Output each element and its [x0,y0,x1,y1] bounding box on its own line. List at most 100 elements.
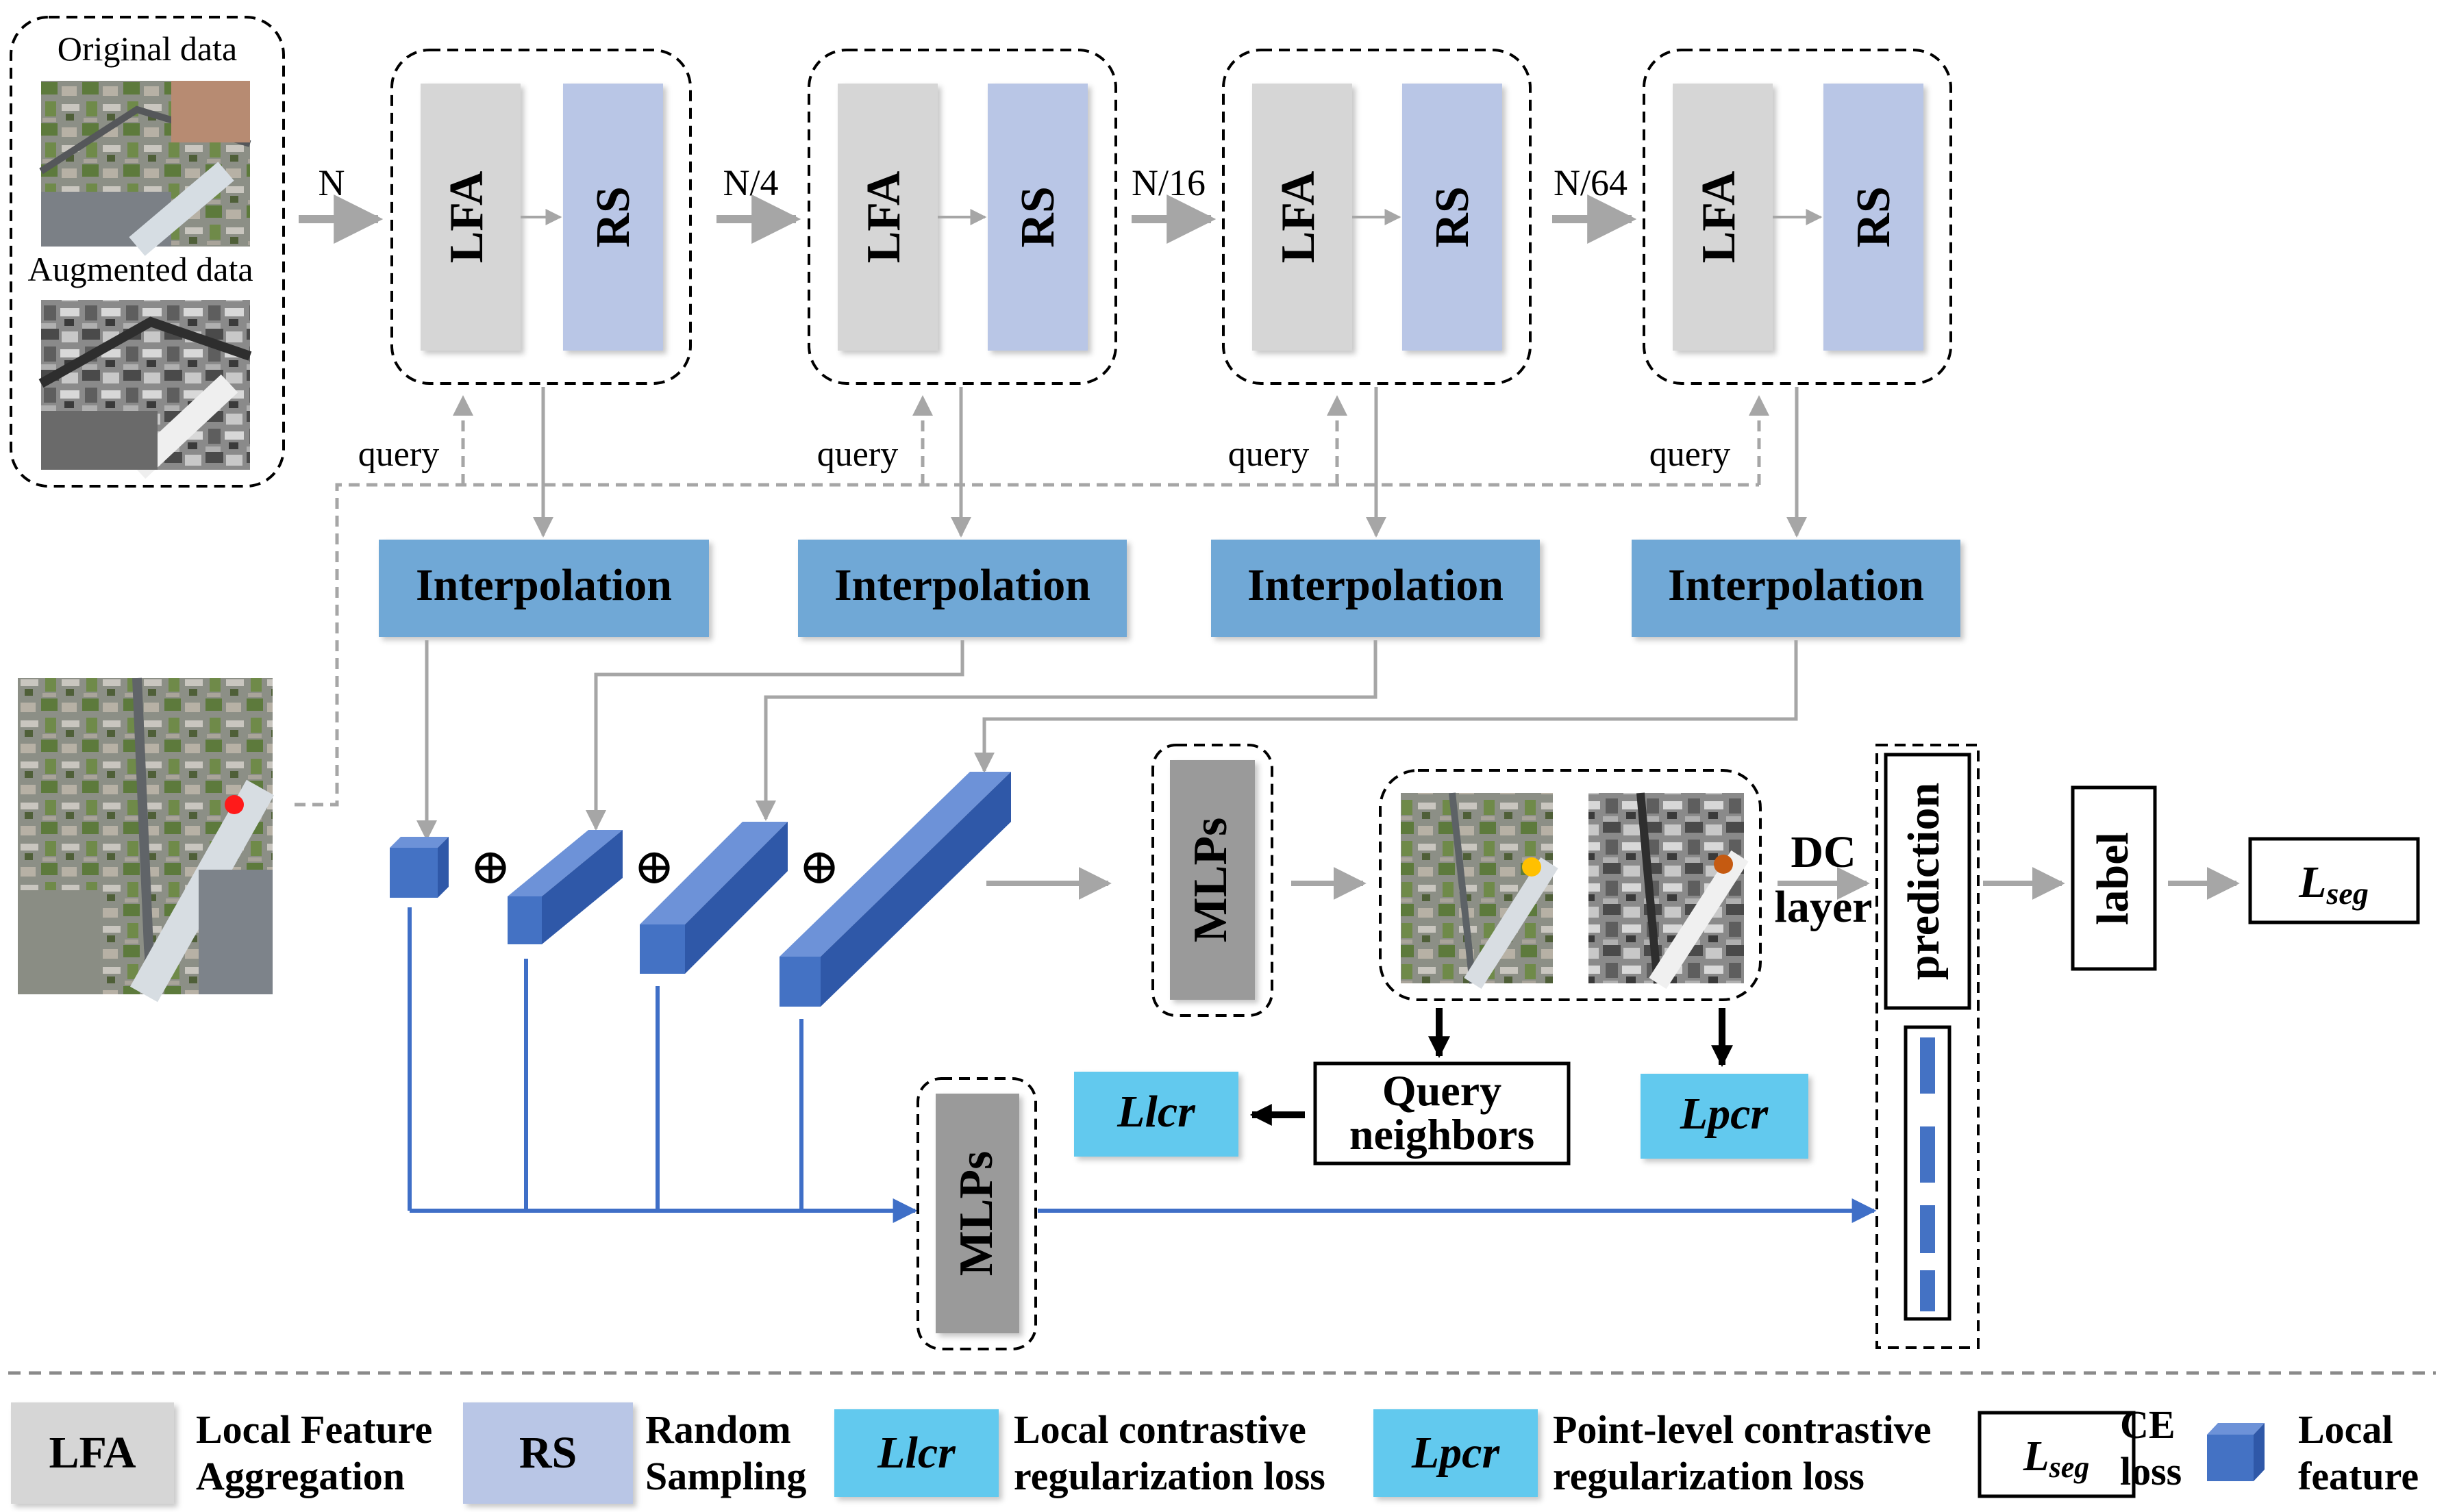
svg-text:Local Feature: Local Feature [196,1407,432,1452]
rs-to-interpolation-arrows [533,387,1807,538]
augmented-data-label: Augmented data [27,250,253,288]
svg-text:neighbors: neighbors [1349,1110,1534,1159]
encoder-stage-2: LFA RS [808,49,1117,385]
count-label-n64: N/64 [1554,162,1628,203]
svg-text:Lpcr: Lpcr [1680,1089,1769,1139]
lfa-label: LFA [858,171,910,263]
interpolation-block-2: Interpolation [798,540,1127,637]
rs-block [563,84,663,351]
svg-text:regularization loss: regularization loss [1014,1454,1325,1498]
svg-text:Interpolation: Interpolation [1668,560,1924,610]
svg-text:Llcr: Llcr [877,1428,956,1478]
svg-text:Sampling: Sampling [645,1454,806,1498]
grayscale-aerial-photo-icon [1588,792,1749,990]
lseg-loss-box: Lseg [2248,837,2420,924]
query-label-4: query [1649,435,1730,474]
original-aerial-photo [39,81,251,256]
concat-symbol-2: ⊕ [634,840,675,894]
rs-block [1823,84,1923,351]
legend-lseg: Lseg CE loss [1978,1402,2182,1498]
dc-layer-label-line2: layer [1775,882,1873,932]
svg-text:Interpolation: Interpolation [416,560,672,610]
svg-text:Aggregation: Aggregation [196,1454,405,1498]
stage-input-arrows: N N/4 N/16 N/64 [299,162,1637,244]
original-data-label: Original data [58,29,237,68]
feature-prism-3 [640,822,788,974]
rs-label: RS [1426,186,1479,247]
svg-text:Local: Local [2298,1407,2393,1452]
svg-text:RS: RS [519,1428,577,1478]
svg-text:Llcr: Llcr [1117,1087,1196,1137]
anchor-point-marker [1522,857,1541,877]
lfa-label: LFA [1272,171,1325,263]
lfa-block [838,84,938,351]
local-feature-cube-icon [390,837,449,898]
svg-text:label: label [2088,832,2138,925]
query-label-2: query [817,435,898,474]
legend-local-feature: Local feature [2207,1407,2419,1498]
aerial-photo-icon [1401,792,1558,990]
svg-text:Local contrastive: Local contrastive [1014,1407,1306,1452]
concat-symbol-1: ⊕ [470,840,511,894]
lfa-label: LFA [440,171,493,263]
feature-prism-2 [508,830,623,944]
mlps-block-bottom: MLPs [916,1077,1037,1350]
lfa-label: LFA [1693,171,1745,263]
svg-text:loss: loss [2120,1449,2182,1494]
label-box: label [2071,785,2157,971]
feature-prism-4 [780,772,1011,1007]
svg-text:Lseg: Lseg [2023,1433,2090,1484]
local-feature-cube-icon [2207,1423,2265,1481]
count-label-n16: N/16 [1132,162,1206,203]
lfa-block [1252,84,1352,351]
input-data-panel: Original data Augmented data [10,16,285,488]
interpolation-to-feature-arrows [416,640,1798,841]
concat-symbol-3: ⊕ [799,840,840,894]
lfa-block [421,84,521,351]
svg-text:Interpolation: Interpolation [834,560,1090,610]
rs-block [1402,84,1502,351]
svg-text:Point-level contrastive: Point-level contrastive [1553,1407,1931,1452]
lfa-block [1673,84,1773,351]
augmented-point-marker [1714,855,1733,874]
legend: LFA Local Feature Aggregation RS Random … [11,1402,2419,1504]
rs-label: RS [1012,186,1064,247]
skip-feature-lines [408,907,1877,1223]
prediction-box [1884,753,1971,1010]
sample-pair-panel [1379,769,1762,1001]
svg-text:Lseg: Lseg [2298,857,2369,911]
count-label-n4: N/4 [723,162,779,203]
svg-text:CE: CE [2120,1402,2175,1447]
query-aerial-image [18,677,275,1003]
encoder-stage-3: LFA RS [1222,49,1532,385]
augmented-grayscale-photo [38,300,252,479]
mlps-block-top: MLPs [1151,744,1273,1017]
feature-cubes [390,772,1011,1007]
svg-text:Random: Random [645,1407,791,1452]
query-label-1: query [358,435,439,474]
svg-text:MLPs: MLPs [950,1151,1003,1276]
rs-block [988,84,1088,351]
svg-text:Lpcr: Lpcr [1411,1428,1501,1478]
llcr-loss-box: Llcr [1074,1072,1238,1157]
svg-text:Query: Query [1382,1066,1501,1115]
interpolation-block-3: Interpolation [1211,540,1540,637]
encoder-stage-1: LFA RS [390,49,692,385]
dc-layer-label-line1: DC [1791,827,1856,877]
rs-label: RS [1847,186,1900,247]
rs-label: RS [587,186,640,247]
legend-lfa: LFA Local Feature Aggregation [11,1402,432,1504]
prediction-column: prediction [1875,744,1980,1349]
svg-text:regularization loss: regularization loss [1553,1454,1865,1498]
interpolation-block-1: Interpolation [379,540,709,637]
encoder-stage-4: LFA RS [1643,49,1952,385]
svg-text:MLPs: MLPs [1184,818,1237,943]
query-connections [295,395,1769,807]
lpcr-loss-box: Lpcr [1641,1074,1808,1159]
prediction-label: prediction [1899,783,1949,980]
legend-lpcr: Lpcr Point-level contrastive regularizat… [1373,1407,1931,1498]
interpolation-block-4: Interpolation [1632,540,1960,637]
legend-llcr: Llcr Local contrastive regularization lo… [834,1407,1325,1498]
query-label-3: query [1228,435,1309,474]
